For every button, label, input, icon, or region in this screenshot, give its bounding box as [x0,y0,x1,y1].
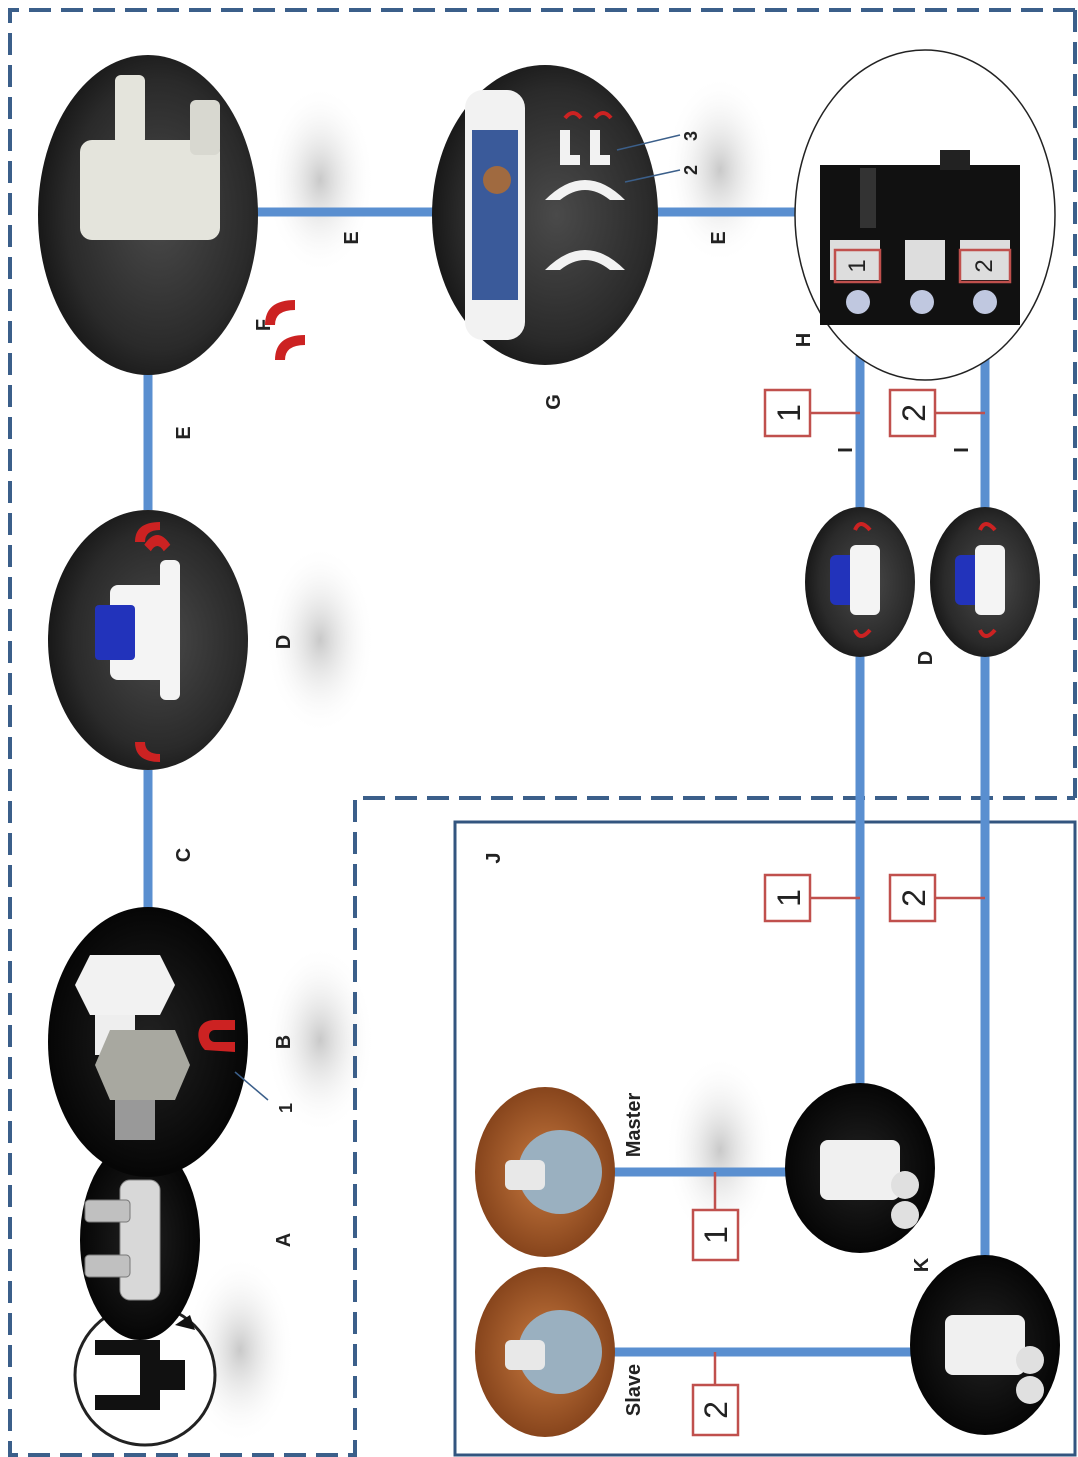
tag-2-i: 2 [896,404,932,422]
adapter-fittings-icon [48,907,269,1177]
tag-numbers: 1 2 1 2 1 2 1 2 [698,259,998,1419]
label-f: F [253,319,275,331]
label-i-2: I [951,447,973,453]
shutoff-valve-1-icon [805,507,915,657]
label-e-3: E [708,231,730,244]
label-d-top: D [273,635,295,649]
label-e-2: E [341,231,363,244]
label-one-b: 1 [276,1103,296,1113]
angle-valve-icon [80,1140,200,1340]
tag-1-j: 1 [771,889,807,907]
shutoff-valve-2-icon [930,507,1040,657]
tag-1-master: 1 [698,1226,734,1244]
master-pump-icon [475,1087,615,1257]
tag-2-j: 2 [896,889,932,907]
label-k: K [911,1257,933,1272]
tee-fitting-1-icon [785,1083,935,1253]
label-three-g: 3 [681,131,701,141]
tag-1-i: 1 [771,404,807,422]
tee-fitting-2-icon [910,1255,1060,1435]
outer-dashed-border [8,8,1075,1457]
label-j: J [483,852,505,863]
label-a: A [273,1233,295,1247]
label-d-right: D [915,651,937,665]
tag-2-slave: 2 [698,1401,734,1419]
tag-1-controller: 1 [844,259,871,272]
label-b: B [273,1035,295,1049]
slave-pump-icon [475,1267,615,1437]
inline-filter-icon [432,65,681,365]
shutoff-valve-icon [48,510,248,770]
label-c: C [173,848,195,862]
tag-2-controller: 2 [971,259,998,272]
diagram-labels: A B 1 C D E F E G 2 3 E H I I D J K Mast… [173,131,973,1416]
label-g: G [543,394,565,410]
label-h: H [793,333,815,347]
label-master: Master [623,1093,645,1158]
label-e-1: E [173,426,195,439]
j-box [453,820,1077,1457]
label-two-g: 2 [681,165,701,175]
number-tags [691,248,1012,1437]
label-i-1: I [835,447,857,453]
controller-unit-icon [794,49,1056,381]
pressure-regulator-icon [38,55,305,375]
label-slave: Slave [623,1364,645,1416]
